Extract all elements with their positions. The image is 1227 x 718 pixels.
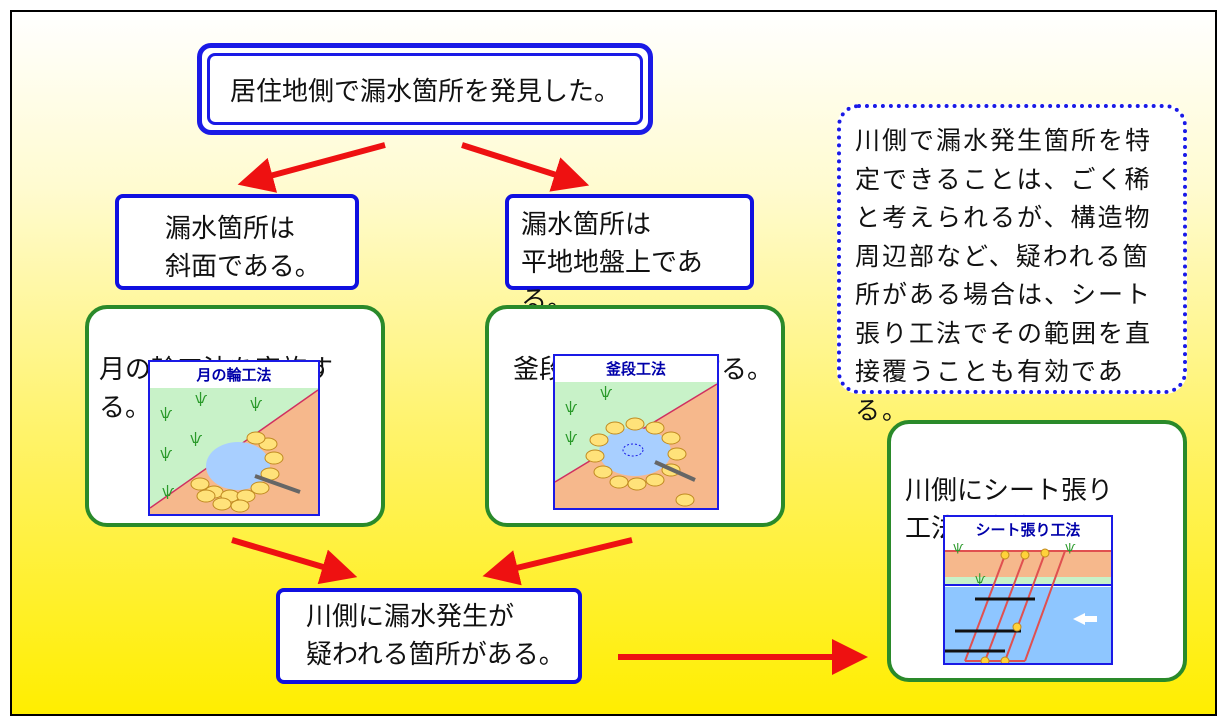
sheet-method-box: 川側にシート張り 工法を実施する。 シート張り工法 ѱѱѱ — [887, 420, 1187, 682]
kamadan-illustration: ѱѱѱ — [555, 382, 717, 508]
start-text: 居住地側で漏水箇所を発見した。 — [207, 53, 643, 125]
svg-text:ѱ: ѱ — [600, 385, 612, 401]
arrow-kamadan-to-river — [482, 537, 633, 586]
start-box: 居住地側で漏水箇所を発見した。 — [197, 43, 653, 135]
svg-text:ѱ: ѱ — [190, 431, 202, 447]
sheet-figure-title: シート張り工法 — [945, 517, 1111, 545]
kamadan-method-box: 釜段工法を実施する。 釜段工法 ѱѱѱ — [485, 305, 785, 527]
arrow-to-slope — [237, 142, 386, 193]
river-suspect-box: 川側に漏水発生が 疑われる箇所がある。 — [276, 588, 582, 684]
tsukinowa-illustration: ѱ ѱ ѱ ѱ ѱ ѱ — [150, 388, 318, 514]
sheet-illustration: ѱ ѱ ѱ — [945, 543, 1111, 663]
tsukinowa-figure: 月の輪工法 ѱ ѱ ѱ ѱ ѱ ѱ — [148, 360, 320, 516]
flat-condition-box: 漏水箇所は 平地地盤上である。 — [505, 194, 754, 316]
sheet-figure: シート張り工法 ѱ ѱ ѱ — [943, 515, 1113, 665]
svg-text:ѱ: ѱ — [250, 396, 262, 412]
svg-text:ѱ: ѱ — [162, 484, 174, 500]
slope-condition-box: 漏水箇所は 斜面である。 — [115, 194, 359, 290]
kamadan-figure-title: 釜段工法 — [555, 356, 717, 384]
svg-text:ѱ: ѱ — [953, 543, 964, 554]
tsukinowa-figure-title: 月の輪工法 — [150, 362, 318, 390]
svg-text:ѱ: ѱ — [565, 400, 577, 416]
svg-text:ѱ: ѱ — [160, 446, 172, 462]
arrow-to-flat — [461, 142, 590, 192]
svg-text:ѱ: ѱ — [195, 391, 207, 407]
svg-text:ѱ: ѱ — [1065, 543, 1076, 554]
svg-text:ѱ: ѱ — [160, 406, 172, 422]
svg-text:ѱ: ѱ — [975, 572, 986, 586]
arrow-tsukinowa-to-river — [231, 537, 358, 585]
note-box: 川側で漏水発生箇所を特定できることは、ごく稀と考えられるが、構造物周辺部など、疑… — [837, 104, 1187, 425]
svg-text:ѱ: ѱ — [565, 430, 577, 446]
